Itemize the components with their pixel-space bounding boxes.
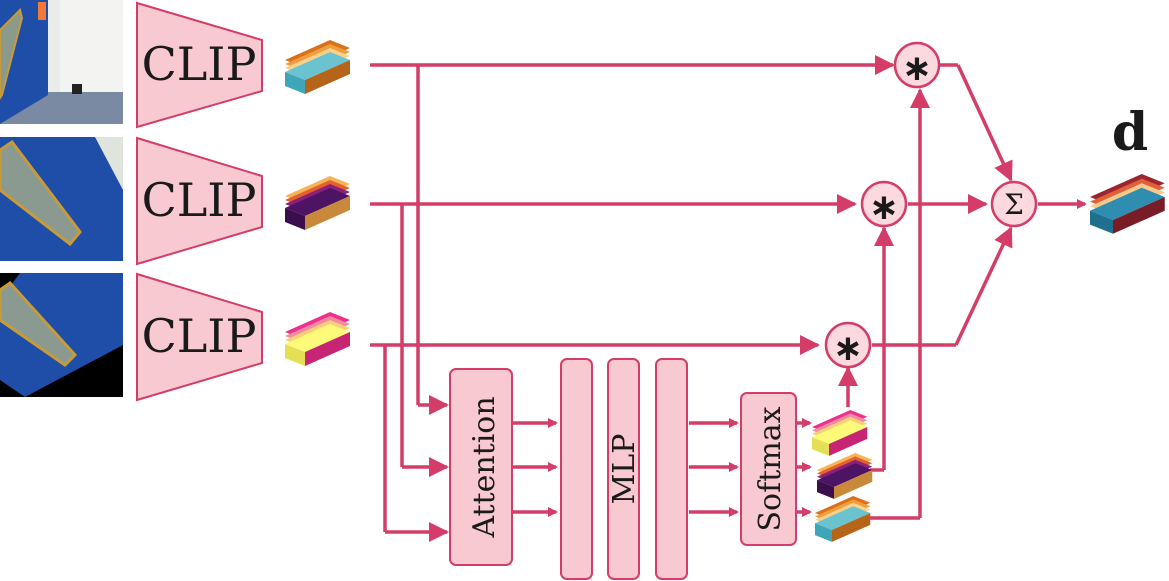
weight-icon-2 — [817, 453, 873, 499]
view-image-3 — [0, 273, 123, 397]
embedding-icon-1 — [285, 40, 350, 94]
multiply-node-2: ∗ — [860, 180, 908, 228]
clip-label-1: CLIP — [142, 37, 257, 91]
output-embedding-icon — [1090, 174, 1165, 234]
sum-node: Σ — [990, 180, 1038, 228]
clip-encoder-3: CLIP — [136, 272, 263, 402]
softmax-label: Softmax — [753, 406, 788, 531]
attention-label: Attention — [467, 396, 502, 538]
clip-encoder-2: CLIP — [136, 136, 263, 266]
mlp-label: MLP — [607, 434, 642, 505]
weight-icon-1 — [815, 496, 871, 542]
clip-encoder-1: CLIP — [136, 1, 263, 129]
embedding-icon-2 — [285, 176, 350, 230]
weight-icon-3 — [812, 410, 868, 456]
multiply-node-3: ∗ — [824, 321, 872, 369]
view-image-1 — [0, 0, 123, 124]
embedding-icon-3 — [285, 312, 350, 366]
clip-label-3: CLIP — [142, 309, 257, 363]
wires — [370, 55, 1087, 542]
mlp-block: MLP — [560, 358, 688, 580]
view-image-2 — [0, 137, 123, 261]
sum-symbol: Σ — [1004, 188, 1024, 221]
multiply-node-1: ∗ — [893, 41, 941, 89]
output-label: d — [1112, 102, 1148, 163]
multiply-symbol-1: ∗ — [902, 48, 932, 89]
attention-block: Attention — [449, 368, 513, 566]
clip-label-2: CLIP — [142, 173, 257, 227]
multiply-symbol-2: ∗ — [869, 187, 899, 228]
softmax-block: Softmax — [740, 392, 797, 546]
multiply-symbol-3: ∗ — [833, 328, 863, 369]
